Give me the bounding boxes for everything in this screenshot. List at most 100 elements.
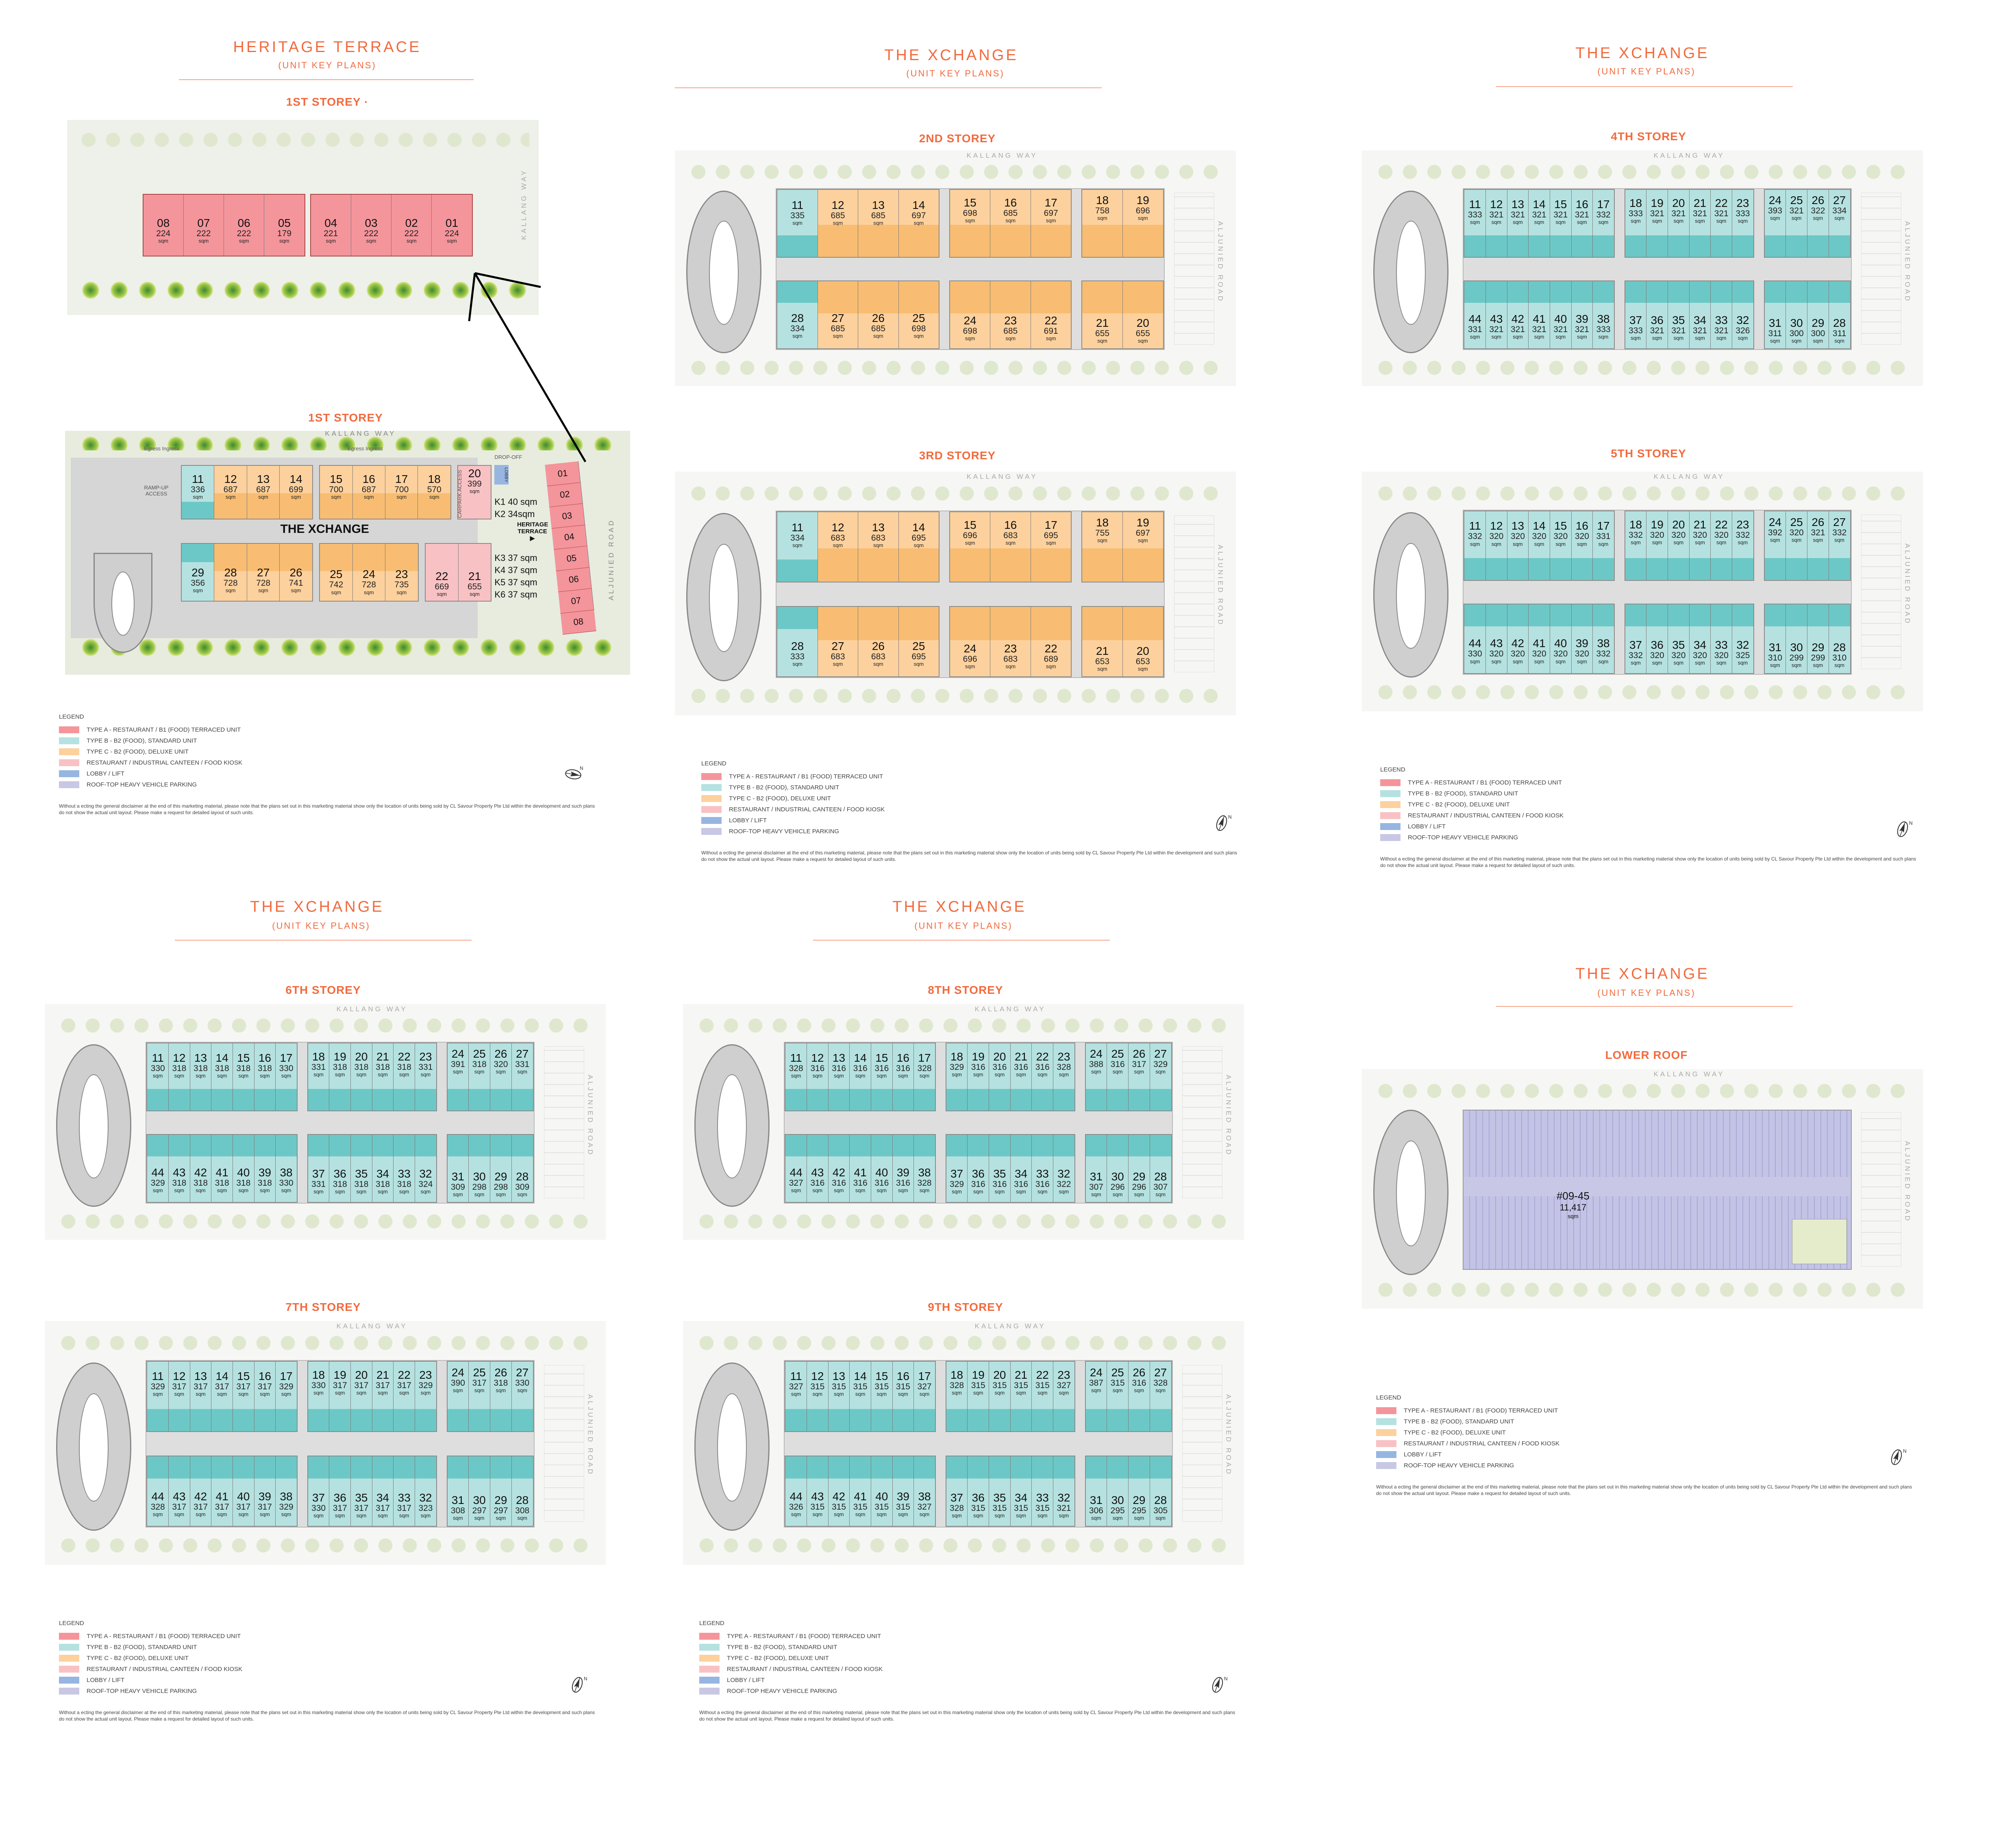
- unit-area-suffix: sqm: [919, 1187, 930, 1194]
- unit-area-suffix: sqm: [1555, 658, 1566, 665]
- unit-area: 321: [1057, 1504, 1071, 1513]
- unit-area: 318: [354, 1062, 369, 1072]
- unit-number: 24: [451, 1047, 464, 1060]
- unit-number: 23: [419, 1050, 432, 1063]
- unit-number: 35: [1672, 314, 1685, 327]
- legend-item: TYPE C - B2 (FOOD), DELUXE UNIT: [701, 793, 1108, 804]
- unit-area: 320: [1650, 650, 1664, 660]
- compass-icon: N: [1209, 1675, 1230, 1699]
- unit-number: 19: [972, 1368, 985, 1381]
- unit-number: 34: [1014, 1491, 1028, 1504]
- unit-area-suffix: sqm: [1513, 219, 1523, 225]
- unit-number: 32: [1057, 1167, 1070, 1180]
- unit-area: 315: [992, 1380, 1007, 1390]
- tree-row-north: [76, 128, 529, 155]
- unit-number: 31: [1090, 1494, 1103, 1507]
- unit-area: 316: [853, 1178, 868, 1188]
- legend-swatch: [59, 1677, 79, 1684]
- unit-area-suffix: sqm: [378, 1189, 388, 1195]
- unit-number: 22: [398, 1050, 411, 1063]
- compass-icon: N: [569, 1675, 589, 1699]
- unit-area-suffix: sqm: [1005, 663, 1016, 670]
- unit-area: 334: [1832, 206, 1847, 216]
- unit-area: 316: [896, 1063, 910, 1073]
- unit-area-suffix: sqm: [331, 494, 341, 500]
- panel-subtitle: (UNIT KEY PLANS): [1597, 988, 1696, 998]
- svg-text:N: N: [580, 765, 583, 771]
- unit-number: 39: [258, 1166, 271, 1179]
- unit-area: 315: [971, 1504, 985, 1513]
- unit-number: 32: [1736, 314, 1749, 327]
- unit-area-suffix: sqm: [399, 1512, 409, 1519]
- disclaimer: Without a ecting the general disclaimer …: [59, 1710, 595, 1722]
- unit-area: 653: [1135, 657, 1150, 667]
- unit-area: 315: [810, 1382, 825, 1392]
- unit-area-suffix: sqm: [1037, 1389, 1048, 1396]
- unit-area-suffix: sqm: [876, 1187, 887, 1194]
- unit-area: 316: [971, 1180, 985, 1189]
- unit-area: 333: [1629, 209, 1643, 218]
- unit-area: 321: [1532, 325, 1546, 335]
- unit-number: 38: [280, 1166, 293, 1179]
- unit-number: 12: [1490, 519, 1503, 532]
- unit-area-suffix: sqm: [1016, 1512, 1026, 1519]
- unit-number: 01: [445, 216, 459, 229]
- svg-text:N: N: [1909, 820, 1913, 826]
- unit-area: 315: [1110, 1378, 1125, 1388]
- panel-title: HERITAGE TERRACE: [233, 39, 422, 56]
- unit-area-suffix: sqm: [420, 1512, 431, 1519]
- unit-area: 687: [223, 485, 238, 495]
- pointer-arrow: [468, 272, 587, 463]
- legend-item: LOBBY / LIFT: [59, 768, 465, 779]
- unit-area: 320: [1532, 532, 1546, 541]
- unit-area: 683: [1003, 530, 1018, 540]
- legend-swatch: [701, 806, 722, 813]
- tree-row-north: [694, 1331, 1233, 1353]
- unit-number: 27: [516, 1366, 529, 1379]
- unit-number: 19: [1136, 193, 1149, 206]
- unit-area: 698: [963, 208, 977, 218]
- legend-item: TYPE B - B2 (FOOD), STANDARD UNIT: [59, 1642, 465, 1653]
- unit-area-suffix: sqm: [1770, 215, 1780, 222]
- unit-area: 334: [790, 533, 805, 543]
- unit-number: 28: [791, 640, 804, 653]
- title-divider: [813, 940, 1110, 941]
- unit-area-suffix: sqm: [1555, 541, 1566, 547]
- unit-area: 683: [871, 533, 885, 543]
- unit-area-suffix: sqm: [1834, 537, 1844, 543]
- unit-area: 320: [1693, 530, 1707, 540]
- compass-icon: N: [1888, 1447, 1909, 1471]
- unit-number: 23: [1736, 196, 1749, 209]
- unit-area-suffix: sqm: [364, 589, 374, 595]
- unit-number: 11: [790, 1051, 802, 1064]
- disclaimer: Without a ecting the general disclaimer …: [1376, 1484, 1912, 1497]
